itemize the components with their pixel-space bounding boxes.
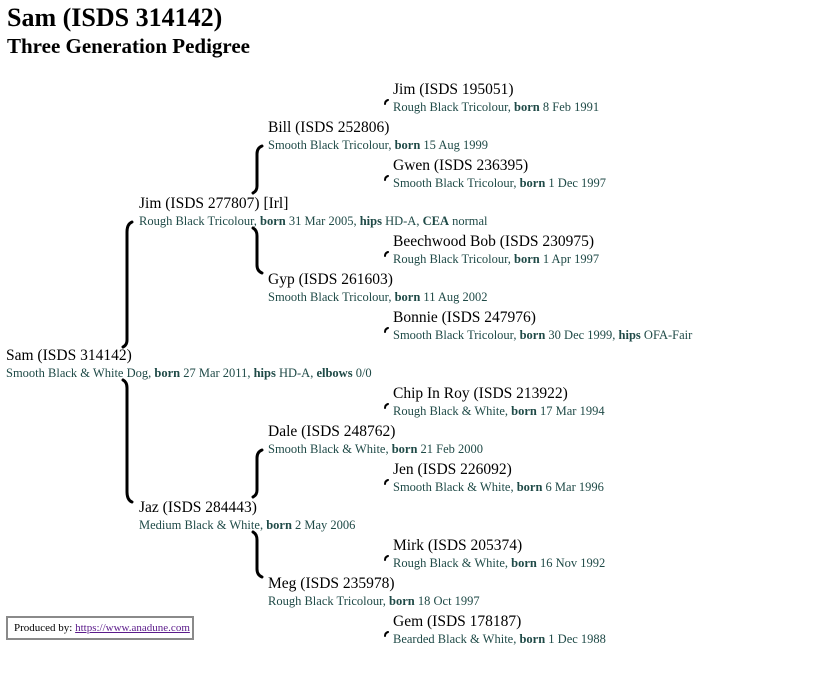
produced-by-box: Produced by: https://www.anadune.com <box>6 616 194 640</box>
dog-dale: Dale (ISDS 248762) Smooth Black & White,… <box>268 423 483 457</box>
dog-details: Smooth Black & White, born 6 Mar 1996 <box>393 480 604 494</box>
dog-name: Dale (ISDS 248762) <box>268 423 396 440</box>
dog-details: Rough Black & White, born 16 Nov 1992 <box>393 556 606 570</box>
dog-mirk: Mirk (ISDS 205374) Rough Black & White, … <box>393 537 605 571</box>
dog-details: Bearded Black & White, born 1 Dec 1988 <box>393 632 606 646</box>
dog-details: Smooth Black & White Dog, born 27 Mar 20… <box>6 366 372 380</box>
dog-meg: Meg (ISDS 235978) Rough Black Tricolour,… <box>268 575 480 609</box>
dog-details: Smooth Black & White, born 21 Feb 2000 <box>268 442 484 456</box>
dog-details: Smooth Black Tricolour, born 1 Dec 1997 <box>393 176 607 190</box>
dog-jen: Jen (ISDS 226092) Smooth Black & White, … <box>393 461 604 495</box>
bracket-jim-sire <box>251 144 264 195</box>
bracket-sam-dam <box>121 378 134 504</box>
dog-details: Rough Black Tricolour, born 31 Mar 2005,… <box>139 214 488 228</box>
tick-chip <box>384 403 389 409</box>
dog-name: Beechwood Bob (ISDS 230975) <box>393 233 595 250</box>
dog-name: Chip In Roy (ISDS 213922) <box>393 385 568 402</box>
tick-gwen <box>384 175 389 181</box>
page-title: Sam (ISDS 314142) <box>7 3 223 32</box>
dog-details: Rough Black Tricolour, born 18 Oct 1997 <box>268 594 480 608</box>
page-subtitle: Three Generation Pedigree <box>7 34 250 58</box>
bracket-jim-dam <box>251 226 264 275</box>
dog-sam: Sam (ISDS 314142) Smooth Black & White D… <box>6 347 372 381</box>
dog-name: Meg (ISDS 235978) <box>268 575 395 592</box>
dog-details: Smooth Black Tricolour, born 11 Aug 2002 <box>268 290 488 304</box>
dog-details: Rough Black Tricolour, born 8 Feb 1991 <box>393 100 600 114</box>
dog-chip-in-roy: Chip In Roy (ISDS 213922) Rough Black & … <box>393 385 605 419</box>
dog-bonnie: Bonnie (ISDS 247976) Smooth Black Tricol… <box>393 309 692 343</box>
tick-gem <box>384 631 389 637</box>
produced-by-label: Produced by: <box>14 622 73 634</box>
tick-bonnie <box>384 327 389 333</box>
dog-name: Bill (ISDS 252806) <box>268 119 390 136</box>
dog-details: Smooth Black Tricolour, born 30 Dec 1999… <box>393 328 693 342</box>
dog-bill: Bill (ISDS 252806) Smooth Black Tricolou… <box>268 119 488 153</box>
dog-beechwood-bob: Beechwood Bob (ISDS 230975) Rough Black … <box>393 233 599 267</box>
tick-mirk <box>384 555 389 561</box>
dog-name: Mirk (ISDS 205374) <box>393 537 523 554</box>
tick-beechwood <box>384 251 389 257</box>
dog-details: Medium Black & White, born 2 May 2006 <box>139 518 356 532</box>
bracket-jaz-dam <box>251 530 264 579</box>
tick-jim2 <box>384 99 389 105</box>
dog-name: Gwen (ISDS 236395) <box>393 157 529 174</box>
dog-jim2: Jim (ISDS 195051) Rough Black Tricolour,… <box>393 81 599 115</box>
dog-name: Jen (ISDS 226092) <box>393 461 512 478</box>
dog-name: Jim (ISDS 195051) <box>393 81 514 98</box>
dog-name: Sam (ISDS 314142) <box>6 347 132 364</box>
dog-name: Jaz (ISDS 284443) <box>139 499 257 516</box>
dog-jim: Jim (ISDS 277807) [Irl] Rough Black Tric… <box>139 195 488 229</box>
dog-name: Gem (ISDS 178187) <box>393 613 522 630</box>
tick-jen <box>384 479 389 485</box>
dog-name: Bonnie (ISDS 247976) <box>393 309 536 326</box>
dog-name: Gyp (ISDS 261603) <box>268 271 393 288</box>
dog-jaz: Jaz (ISDS 284443) Medium Black & White, … <box>139 499 355 533</box>
dog-details: Rough Black Tricolour, born 1 Apr 1997 <box>393 252 600 266</box>
dog-details: Smooth Black Tricolour, born 15 Aug 1999 <box>268 138 489 152</box>
bracket-sam-sire <box>121 220 134 349</box>
dog-gwen: Gwen (ISDS 236395) Smooth Black Tricolou… <box>393 157 606 191</box>
dog-gem: Gem (ISDS 178187) Bearded Black & White,… <box>393 613 606 647</box>
dog-name: Jim (ISDS 277807) [Irl] <box>139 195 289 212</box>
bracket-jaz-sire <box>251 448 264 499</box>
dog-details: Rough Black & White, born 17 Mar 1994 <box>393 404 605 418</box>
anadune-link[interactable]: https://www.anadune.com <box>75 622 190 634</box>
dog-gyp: Gyp (ISDS 261603) Smooth Black Tricolour… <box>268 271 488 305</box>
